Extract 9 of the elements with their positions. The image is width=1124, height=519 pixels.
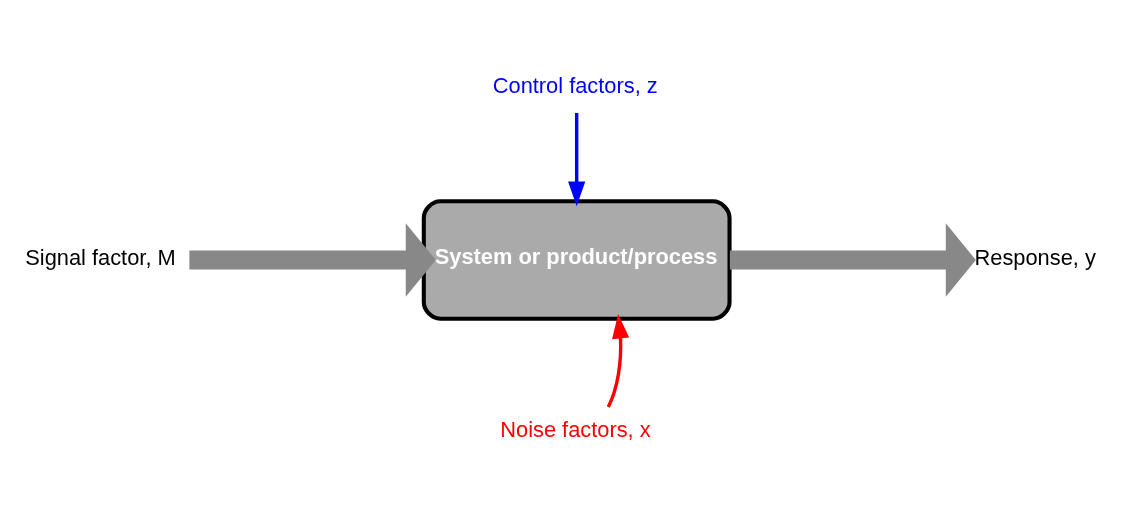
arrow xyxy=(729,222,976,297)
node-text: Noise factors, x xyxy=(500,416,651,442)
arrow xyxy=(568,112,586,206)
node-text: Control factors, z xyxy=(492,72,658,98)
arrow xyxy=(189,222,436,297)
arrow xyxy=(606,313,630,408)
node-text: Signal factor, M xyxy=(25,244,176,270)
node-box: System or product/process xyxy=(421,198,732,321)
node-text: Response, y xyxy=(974,244,1096,270)
